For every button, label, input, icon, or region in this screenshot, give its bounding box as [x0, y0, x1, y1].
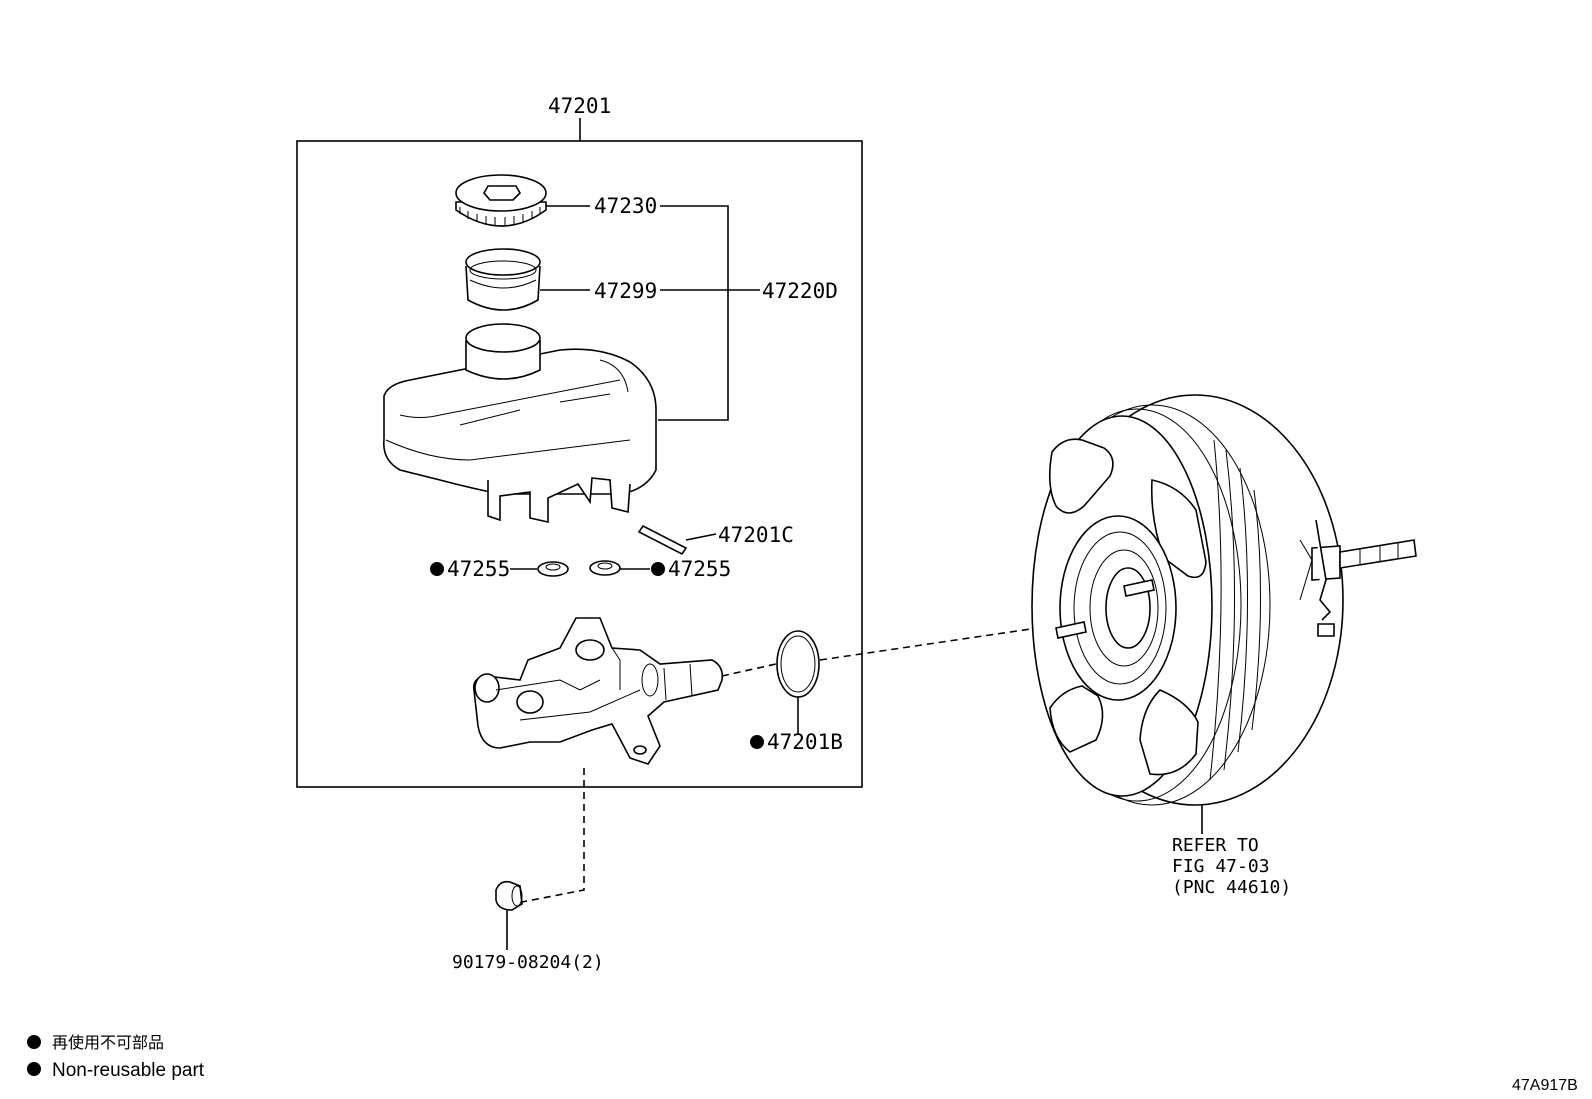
- legend-bullet-english: [27, 1062, 41, 1076]
- label-plug[interactable]: 90179-08204(2): [452, 952, 604, 973]
- label-reservoir-assy[interactable]: 47220D: [762, 279, 838, 303]
- non-reusable-mark-grommet-left: [430, 562, 444, 576]
- legend-english: Non-reusable part: [52, 1060, 205, 1081]
- label-booster-ref-line3[interactable]: (PNC 44610): [1172, 877, 1291, 898]
- label-booster-ref-line2[interactable]: FIG 47-03: [1172, 856, 1270, 877]
- reservoir-cap[interactable]: [455, 174, 547, 227]
- o-ring[interactable]: [776, 630, 820, 698]
- legend-bullet-japanese: [27, 1035, 41, 1049]
- label-grommet-left[interactable]: 47255: [447, 557, 510, 581]
- label-pin[interactable]: 47201C: [718, 523, 794, 547]
- plug[interactable]: [495, 880, 523, 911]
- grommet-right[interactable]: [589, 560, 621, 576]
- reservoir-tank[interactable]: [383, 323, 657, 523]
- reservoir-pin[interactable]: [637, 524, 688, 556]
- grommet-left[interactable]: [537, 561, 569, 577]
- non-reusable-mark-o-ring: [750, 735, 764, 749]
- assembly-label[interactable]: 47201: [548, 94, 611, 118]
- non-reusable-mark-grommet-right: [651, 562, 665, 576]
- label-cap[interactable]: 47230: [594, 194, 657, 218]
- master-cylinder[interactable]: [472, 617, 724, 765]
- brake-booster[interactable]: [1031, 394, 1417, 806]
- label-grommet-right[interactable]: 47255: [668, 557, 731, 581]
- label-o-ring[interactable]: 47201B: [767, 730, 843, 754]
- label-strainer[interactable]: 47299: [594, 279, 657, 303]
- legend-japanese: 再使用不可部品: [52, 1034, 164, 1052]
- reservoir-strainer[interactable]: [465, 248, 541, 311]
- label-booster-ref-line1[interactable]: REFER TO: [1172, 835, 1259, 856]
- figure-code: 47A917B: [1512, 1077, 1578, 1094]
